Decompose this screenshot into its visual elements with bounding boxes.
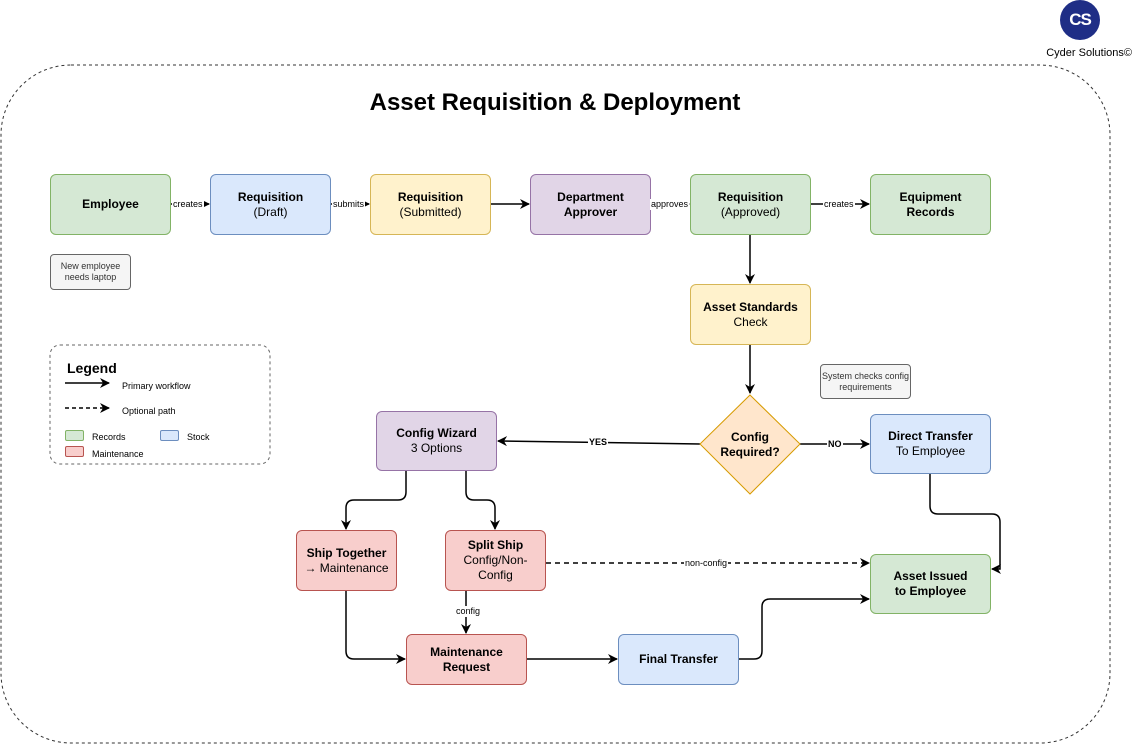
edge-direct-issued (929, 474, 1001, 574)
node-subtitle: 3 Options (410, 441, 463, 455)
edge-final-issued (739, 594, 870, 660)
node-subtitle: Request (442, 659, 491, 674)
label-non-config: non-config (684, 558, 729, 569)
node-requisition-approved[interactable]: Requisition (Approved) (690, 174, 811, 235)
node-split-ship[interactable]: Split Ship Config/Non-Config (445, 530, 546, 591)
node-ship-together[interactable]: Ship Together → Maintenance (296, 530, 397, 591)
legend-box (49, 344, 271, 465)
node-title: Equipment (899, 189, 962, 204)
label-submits: submits (332, 199, 366, 210)
legend-records-label: Records (92, 432, 126, 442)
node-title: Split Ship (467, 538, 524, 552)
decision-title: Config (731, 430, 769, 444)
legend-records-swatch (65, 430, 84, 441)
node-employee[interactable]: Employee (50, 174, 171, 235)
legend-maintenance-swatch (65, 446, 84, 457)
node-title: Maintenance (430, 644, 503, 659)
node-equipment-records[interactable]: Equipment Records (870, 174, 991, 235)
company-logo: CS (1060, 0, 1100, 40)
node-title: Department (557, 189, 624, 204)
label-no: NO (827, 439, 843, 450)
decision-diamond (699, 394, 801, 495)
node-subtitle: Config/Non-Config (463, 553, 528, 582)
node-title: Asset Issued (893, 569, 968, 583)
node-subtitle: Check (733, 314, 768, 329)
node-subtitle: to Employee (894, 584, 967, 598)
node-title: Requisition (237, 189, 304, 204)
company-name: Cyder Solutions© (1046, 47, 1132, 59)
note-system-checks: System checks config requirements (820, 364, 911, 399)
label-yes: YES (588, 437, 609, 448)
legend-stock-swatch (160, 430, 179, 441)
node-subtitle: (Approved) (720, 204, 781, 219)
node-asset-standards[interactable]: Asset Standards Check (690, 284, 811, 345)
node-subtitle: → Maintenance (304, 560, 389, 575)
node-subtitle: Records (906, 204, 955, 219)
legend-primary-label: Primary workflow (122, 381, 191, 391)
legend-maintenance-label: Maintenance (92, 449, 144, 459)
label-config: config (455, 606, 482, 617)
node-requisition-submitted[interactable]: Requisition (Submitted) (370, 174, 491, 235)
logo-text: CS (1069, 10, 1092, 29)
node-final-transfer[interactable]: Final Transfer (618, 634, 739, 685)
label-creates: creates (172, 199, 204, 210)
node-title: Direct Transfer (888, 429, 973, 443)
page-title: Asset Requisition & Deployment (369, 89, 741, 116)
node-asset-issued[interactable]: Asset Issued to Employee (870, 554, 991, 614)
node-direct-transfer[interactable]: Direct Transfer To Employee (870, 414, 991, 474)
note-new-employee: New employee needs laptop (50, 254, 131, 290)
node-title: Asset Standards (703, 299, 798, 314)
decision-subtitle: Required? (720, 445, 780, 459)
node-requisition-draft[interactable]: Requisition (Draft) (210, 174, 331, 235)
label-creates-records: creates (823, 199, 855, 210)
node-title: Config Wizard (396, 426, 477, 440)
node-subtitle: Approver (563, 204, 618, 219)
label-approves: approves (650, 199, 690, 210)
node-department-approver[interactable]: Department Approver (530, 174, 651, 235)
node-title: Ship Together (306, 545, 387, 560)
edge-wizard-ship-together (341, 471, 407, 530)
node-title: Employee (82, 197, 139, 211)
node-maintenance-request[interactable]: Maintenance Request (406, 634, 527, 685)
decision-config-required[interactable]: Config Required? (700, 430, 800, 460)
node-title: Requisition (717, 189, 784, 204)
node-config-wizard[interactable]: Config Wizard 3 Options (376, 411, 497, 471)
node-subtitle: (Submitted) (399, 204, 462, 219)
outer-container (0, 64, 1111, 744)
legend-title: Legend (67, 360, 117, 376)
legend-optional-label: Optional path (122, 406, 176, 416)
node-subtitle: To Employee (895, 444, 966, 458)
node-title: Final Transfer (639, 652, 718, 666)
legend-stock-label: Stock (187, 432, 210, 442)
node-subtitle: (Draft) (253, 204, 288, 219)
edge-wizard-split-ship (465, 471, 500, 530)
node-title: Requisition (397, 189, 464, 204)
edge-ship-together-maintenance (345, 591, 406, 664)
